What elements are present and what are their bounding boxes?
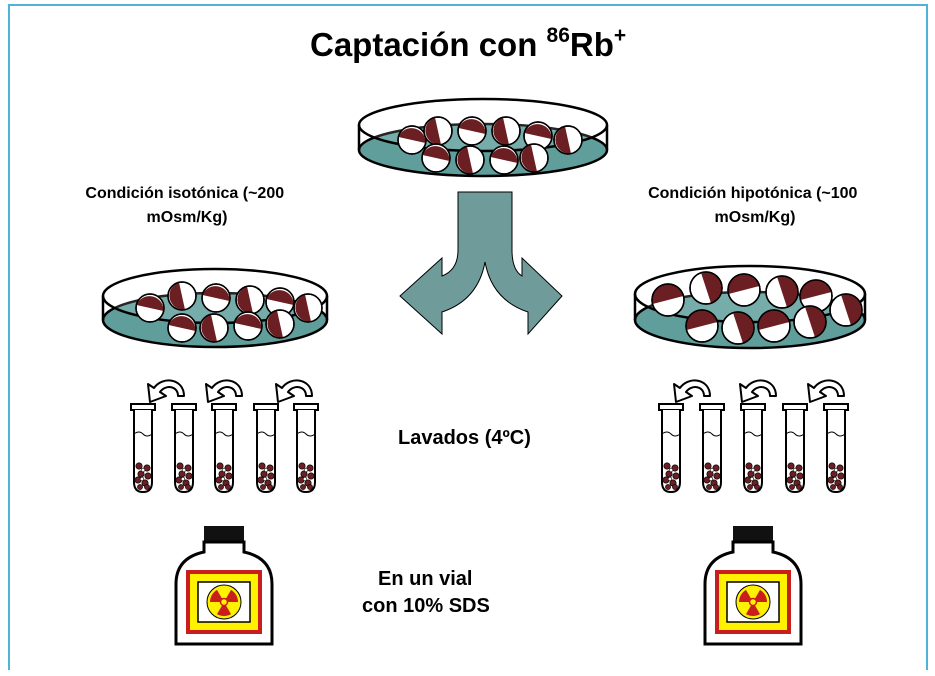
right-condition-label: Condición hipotónica (~100 mOsm/Kg) [648,185,862,226]
test-tube-icon [171,403,197,493]
curved-arrow-icon [275,379,313,403]
test-tube-icon [823,403,849,493]
test-tube-icon [782,403,808,493]
curved-arrow-icon [739,379,777,403]
radioactive-vial-icon [174,524,274,646]
petri-dish-icon [101,267,329,349]
washes-label: Lavados (4ºC) [398,427,531,449]
radioactive-vial-icon [703,524,803,646]
curved-arrow-icon [807,379,845,403]
split-arrow-icon [399,191,563,336]
left-wash-tubes [130,379,319,493]
left-condition-label: Condición isotónica (~200 mOsm/Kg) [85,185,288,226]
test-tube-icon [699,403,725,493]
curved-arrow-icon [205,379,243,403]
vial-label: En un vial con 10% SDS [362,568,490,617]
test-tube-icon [658,403,684,493]
diagram-title: Captación con 86Rb+ [310,24,626,63]
test-tube-icon [211,403,237,493]
test-tube-icon [293,403,319,493]
curved-arrow-icon [673,379,711,403]
petri-dish-icon [633,264,867,350]
test-tube-icon [253,403,279,493]
diagram-frame [8,4,928,670]
petri-dish-icon [357,97,609,178]
curved-arrow-icon [147,379,185,403]
right-wash-tubes [658,379,849,493]
test-tube-icon [130,403,156,493]
test-tube-icon [740,403,766,493]
